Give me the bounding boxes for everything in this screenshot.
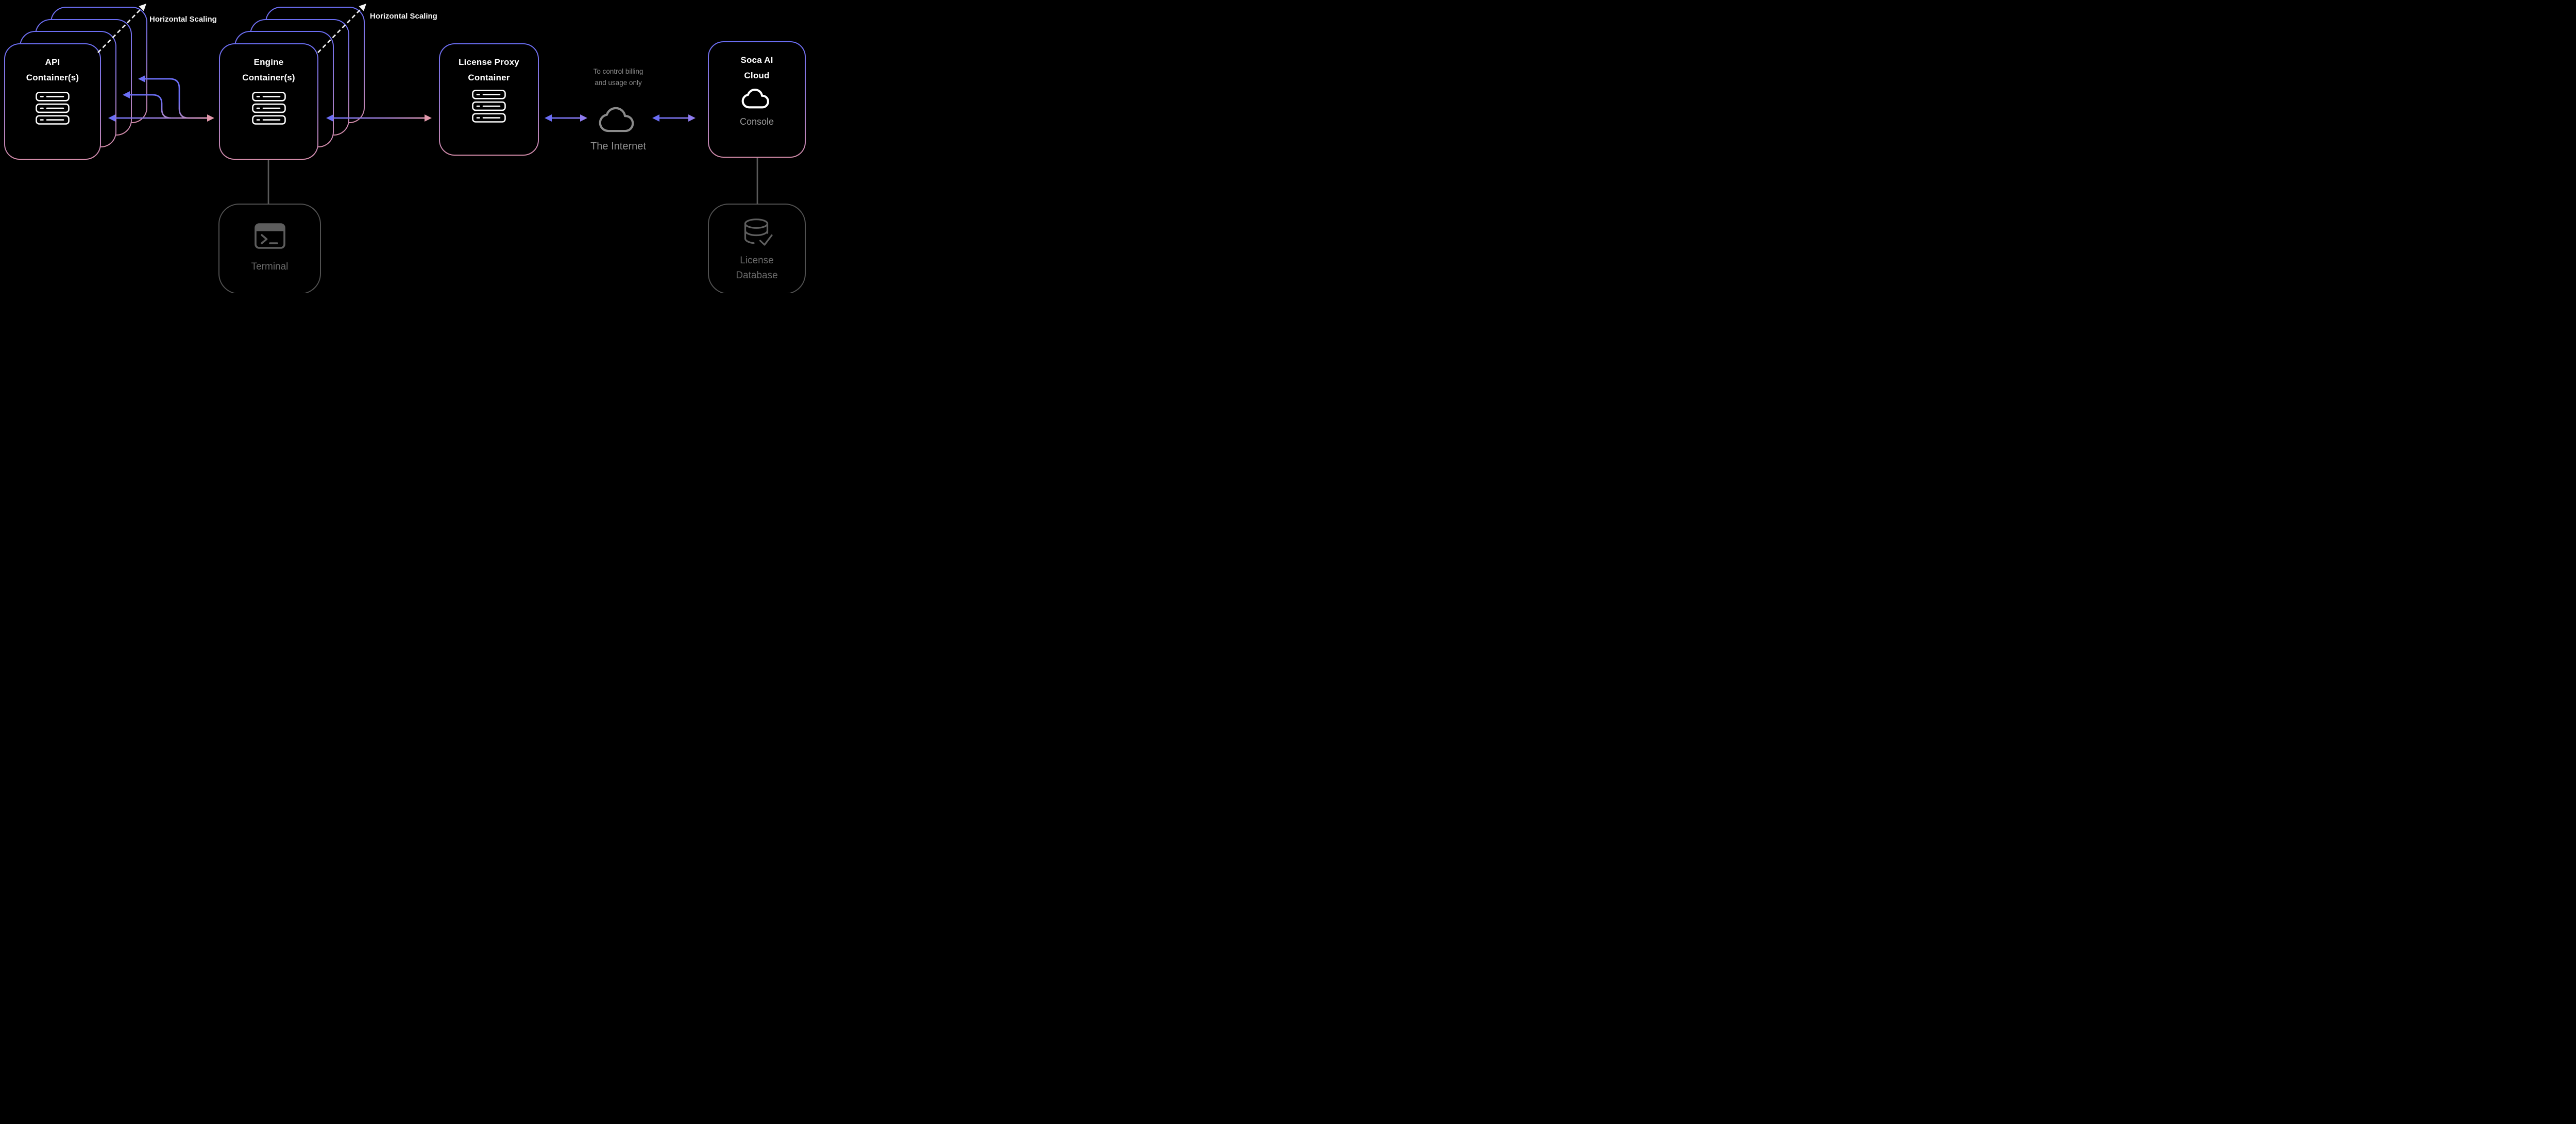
api-horizontal-scaling-label: Horizontal Scaling (149, 15, 217, 24)
database-check-icon (744, 219, 773, 246)
engine-container-card: Engine Container(s) (219, 43, 318, 160)
cloud-icon (599, 107, 634, 132)
internet-label: The Internet (590, 141, 646, 152)
terminal-box: Terminal (218, 204, 321, 293)
license-database-label: License Database (736, 255, 778, 281)
architecture-diagram: API Container(s) (0, 0, 808, 293)
internet-note: To control billing and usage only (593, 68, 643, 87)
license-proxy-card-title: License Proxy Container (459, 57, 519, 82)
engine-card-title: Engine Container(s) (242, 57, 295, 82)
license-database-box: License Database (708, 204, 806, 293)
license-proxy-card: License Proxy Container (439, 43, 539, 156)
soca-card-title: Soca AI Cloud (740, 55, 773, 80)
terminal-icon (254, 223, 285, 249)
engine-horizontal-scaling-label: Horizontal Scaling (370, 12, 437, 21)
server-rack-icon (472, 89, 506, 123)
internet-soca-arrow (652, 114, 696, 122)
server-rack-icon (36, 91, 70, 125)
console-label: Console (739, 116, 774, 127)
terminal-label: Terminal (251, 261, 289, 272)
server-rack-icon (251, 91, 286, 125)
api-card-title: API Container(s) (26, 57, 79, 82)
cloud-icon (741, 88, 769, 108)
soca-ai-cloud-card: Soca AI Cloud Console (708, 41, 806, 158)
api-container-card: API Container(s) (4, 43, 101, 160)
engine-to-api-replica-arrow-upper (138, 75, 208, 119)
proxy-internet-arrow (545, 114, 587, 122)
